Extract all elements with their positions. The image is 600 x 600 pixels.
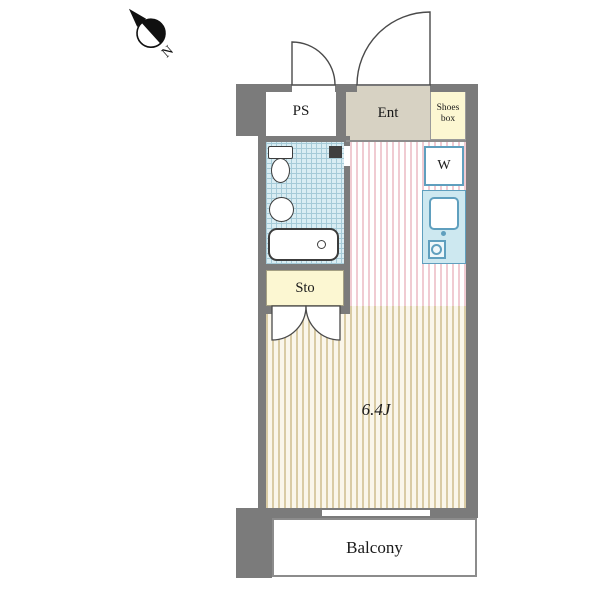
room-ps-label: PS — [292, 102, 310, 119]
kitchen-burner-ring — [431, 244, 442, 255]
bathroom-door-opening — [344, 146, 350, 166]
wall-segment — [430, 508, 478, 518]
room-entrance: Ent — [346, 86, 430, 140]
wall-segment — [335, 84, 357, 92]
wall-segment — [236, 508, 272, 578]
balcony: Balcony — [272, 518, 477, 577]
wall-segment — [236, 84, 266, 136]
wall-segment — [266, 84, 292, 92]
shoes-box-label: Shoes box — [436, 102, 460, 124]
room-storage: Sto — [266, 270, 344, 306]
north-compass-icon: N — [128, 8, 177, 61]
room-size-label: 6.4J — [361, 400, 391, 419]
wall-segment — [258, 136, 350, 142]
toilet-bowl — [271, 158, 290, 183]
wall-segment — [258, 306, 272, 314]
wall-segment — [466, 84, 478, 518]
wall-segment — [336, 84, 346, 142]
room-entrance-label: Ent — [377, 104, 399, 121]
room-storage-label: Sto — [295, 279, 315, 296]
entrance-door-arc — [356, 11, 431, 86]
compass-half — [141, 19, 166, 44]
room-ps: PS — [266, 86, 336, 136]
wall-segment — [344, 142, 350, 312]
wall-segment — [430, 84, 478, 92]
wash-basin — [269, 197, 294, 222]
wall-segment — [258, 508, 322, 518]
washer-space: W — [424, 146, 464, 186]
hall-kitchen-floor — [350, 142, 466, 306]
bathtub-drain — [317, 240, 326, 249]
shoes-box: Shoes box — [430, 88, 466, 140]
kitchen-faucet — [441, 231, 446, 236]
compass-label: N — [159, 43, 177, 61]
bathtub — [268, 228, 339, 261]
ps-door-arc — [291, 41, 336, 86]
wall-segment — [258, 136, 266, 518]
main-room-floor — [266, 306, 466, 508]
washer-label: W — [437, 158, 451, 173]
wall-segment — [258, 264, 350, 270]
balcony-window — [322, 508, 430, 518]
balcony-label: Balcony — [346, 537, 403, 557]
kitchen-sink — [429, 197, 459, 230]
wall-segment — [340, 306, 350, 314]
shower-panel — [329, 146, 342, 158]
